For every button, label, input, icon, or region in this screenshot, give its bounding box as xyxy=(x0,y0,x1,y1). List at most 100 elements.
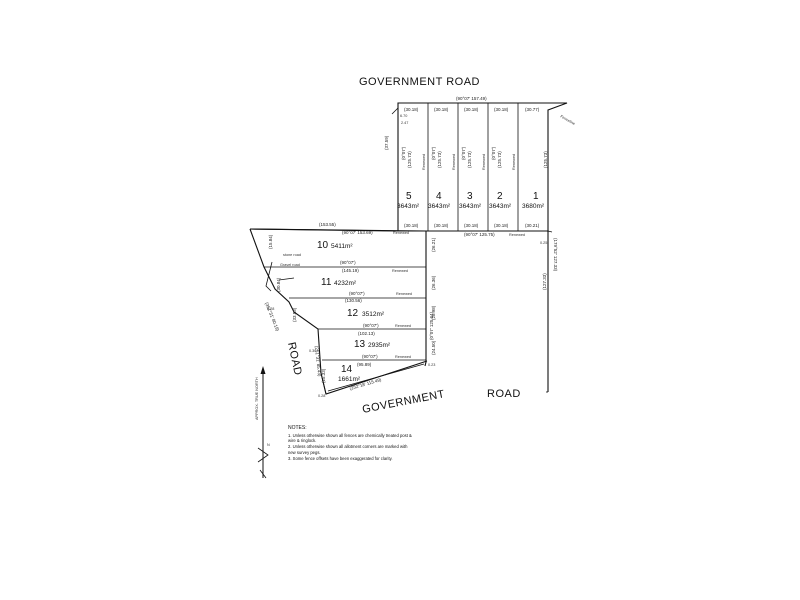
dim-lot-side: (26.21) xyxy=(431,237,436,252)
dim-mid-line: (90°07' 125.75) xyxy=(464,232,495,237)
lot-area: 5411m² xyxy=(331,243,353,250)
dim-top-bearing: (90°07' 157.49) xyxy=(456,96,487,101)
corner-tick xyxy=(547,230,553,233)
fence-renewed: Renewed xyxy=(396,292,412,296)
lot-number: 11 xyxy=(321,277,332,288)
lot-number: 1 xyxy=(533,191,539,202)
dim-lot-left: (33.53) xyxy=(292,307,297,322)
dim-lot10-top: (90°07' 153.69) xyxy=(342,230,373,235)
dim-lot4-depth: (125.73) xyxy=(437,151,442,168)
dim-lot2-bottom: (30.18) xyxy=(494,223,509,228)
stone-road-label: stone road xyxy=(283,253,301,257)
fence-renewed: Renewed xyxy=(422,154,426,170)
dim-lot5-bearing: (0°07') xyxy=(401,146,406,160)
dim-lot3-bottom: (30.18) xyxy=(464,223,479,228)
notes-block: NOTES: 1. Unless otherwise shown all fen… xyxy=(288,425,413,462)
dim-lot11-length: (145.19) xyxy=(342,268,359,273)
dim-lot1-bottom: (30.21) xyxy=(525,223,540,228)
lot-number: 3 xyxy=(467,191,473,202)
lot-area: 4232m² xyxy=(334,280,357,287)
lot-number: 14 xyxy=(341,364,353,375)
lower-west-edge xyxy=(249,228,428,395)
lot-area: 3643m² xyxy=(489,203,512,210)
lot-area: 3643m² xyxy=(397,203,420,210)
dim-lot3-bearing: (0°07') xyxy=(461,146,466,160)
dim-lot-side: (24.50) xyxy=(431,340,436,355)
small-value: 0.28 xyxy=(318,394,325,398)
dim-lot2-bearing: (0°07') xyxy=(491,146,496,160)
lot14-south-offset xyxy=(327,363,425,392)
lot-area: 3643m² xyxy=(459,203,482,210)
dim-east-bearing: (0°07' 125.64) xyxy=(429,311,434,340)
fence-renewed: Renewed xyxy=(393,231,409,235)
lot-number: 5 xyxy=(406,191,412,202)
small-value: 0.28 xyxy=(267,307,274,311)
fence-offset-left xyxy=(265,261,273,292)
dim-lot-side: (26.36) xyxy=(431,275,436,290)
dim-lot1-top: (30.77) xyxy=(525,107,540,112)
small-value: 0.30 xyxy=(309,349,316,353)
dim-lot14-top: (90°07') xyxy=(362,354,378,359)
fence-renewed: Renewed xyxy=(482,154,486,170)
fence-renewed: Renewed xyxy=(392,269,408,273)
dim-right-length: (127.33) xyxy=(542,273,547,290)
lot-area: 3643m² xyxy=(428,203,451,210)
dim-lot2-top: (30.18) xyxy=(494,107,509,112)
north-arrow-label: APPROX. TRUE NORTH xyxy=(255,377,259,420)
road-label-top: GOVERNMENT ROAD xyxy=(359,76,480,88)
road-label-bottom-road: ROAD xyxy=(487,388,521,400)
small-value: 0.23 xyxy=(428,363,435,367)
note-item: 3. Some fence offsets have been exaggera… xyxy=(288,455,393,461)
dim-lot12-top: (90°07') xyxy=(349,291,365,296)
small-value: 0.25 xyxy=(540,241,547,245)
dim-lot3-top: (30.18) xyxy=(464,107,479,112)
dim-lot5-depth: (125.73) xyxy=(407,151,412,168)
dim-lot3-depth: (125.73) xyxy=(467,151,472,168)
lot-number: 2 xyxy=(497,191,503,202)
note-item: 2. Unless otherwise shown all allotment … xyxy=(288,444,408,455)
road-label-left: ROAD xyxy=(285,341,304,377)
small-value: 2.47 xyxy=(401,121,408,125)
dim-lot11-top: (90°07') xyxy=(340,260,356,265)
north-arrow-head xyxy=(260,366,266,374)
dim-left-lower: (251°31' 85.43) xyxy=(314,346,322,378)
fence-renewed: Renewed xyxy=(509,233,525,237)
lower-east-edge xyxy=(249,228,427,367)
fence-renewed: Renewed xyxy=(512,154,516,170)
lot-number: 10 xyxy=(317,240,329,251)
notes-title: NOTES: xyxy=(288,425,307,431)
dim-lot14-length: (95.89) xyxy=(357,362,372,367)
north-arrow-letter: N xyxy=(267,443,270,447)
lots-block-lower xyxy=(249,228,553,395)
fence-renewed: Renewed xyxy=(452,154,456,170)
lot-number: 13 xyxy=(354,339,366,350)
dim-lot12-length: (130.56) xyxy=(345,298,362,303)
north-arrow-n-icon xyxy=(257,447,269,463)
dim-lot13-length: (102.13) xyxy=(358,331,375,336)
dim-lot1-depth: (125.73) xyxy=(543,151,548,168)
lot14-west xyxy=(320,372,327,395)
lot-area: 3512m² xyxy=(362,311,385,318)
fenceline-label: Fenceline xyxy=(560,114,576,126)
fence-renewed: Renewed xyxy=(395,355,411,359)
fence-offset-stone xyxy=(278,277,295,281)
dim-lot4-bearing: (0°07') xyxy=(431,146,436,160)
lots-block-top xyxy=(391,102,568,231)
small-value: 6.70 xyxy=(400,114,407,118)
dim-lot-left: (25.33) xyxy=(321,368,326,383)
dim-lot-left: (30.84) xyxy=(276,277,281,292)
dim-right-bearing: (179°52' 127.33) xyxy=(553,238,558,272)
lot-area: 3680m² xyxy=(522,203,545,210)
fence-renewed: Renewed xyxy=(395,324,411,328)
dim-lot4-bottom: (30.18) xyxy=(434,223,449,228)
lot-area: 1661m² xyxy=(338,376,361,383)
dim-lot5-top: (30.18) xyxy=(404,107,419,112)
dim-lot10-length: (153.55) xyxy=(319,222,336,227)
lot-number: 4 xyxy=(436,191,442,202)
dim-lot5-bottom: (30.18) xyxy=(404,223,419,228)
gravel-road-label: Gravel road xyxy=(280,263,300,267)
road-label-bottom-government: GOVERNMENT xyxy=(361,388,446,416)
corner-mark xyxy=(391,107,399,115)
dim-lot13-top: (90°07') xyxy=(363,323,379,328)
